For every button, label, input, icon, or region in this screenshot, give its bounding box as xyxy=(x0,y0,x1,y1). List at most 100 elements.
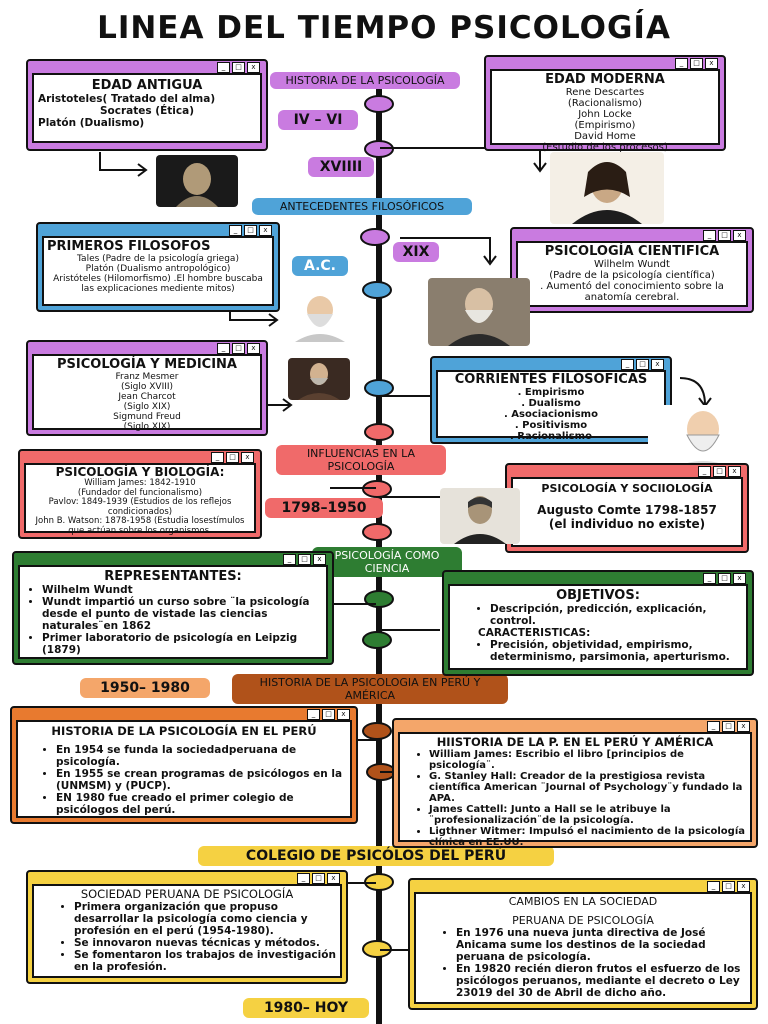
page-title: LINEA DEL TIEMPO PSICOLOGÍA xyxy=(97,10,671,46)
label-ciencia: PSICOLOGÍA COMO CIENCIA xyxy=(312,547,462,577)
medicina-line-1: Franz Mesmer xyxy=(115,372,179,382)
corrientes-line-4: . Positivismo xyxy=(514,420,588,431)
medicina-line-2: (Siglo XVIII) xyxy=(120,382,174,392)
edad-moderna-line-3: John Locke xyxy=(578,109,632,120)
corrientes-line-2: . Dualismo xyxy=(521,398,581,409)
primeros-line-1: Tales (Padre de la psicología griega) xyxy=(77,254,239,264)
peru-item-3: EN 1980 fue creado el primer colegio de … xyxy=(56,792,346,816)
node-purple-1 xyxy=(364,95,394,113)
edad-moderna-line-6: (Estudio de los procesos) xyxy=(542,142,668,153)
sociologia-line-2: (el individuo no existe) xyxy=(548,517,706,531)
objetivos-item-1: Descripción, predicción, explicación, co… xyxy=(490,603,742,627)
cambios-item-1: En 1976 una nueva junta directiva de Jos… xyxy=(456,927,746,963)
medicina-line-5: Sigmund Freud xyxy=(113,412,181,422)
edad-antigua-line-1: Aristoteles( Tratado del alma) xyxy=(38,93,216,105)
cambios-list: En 1976 una nueva junta directiva de Jos… xyxy=(420,927,746,999)
card-psicologia-medicina: _□x PSICOLOGÍA Y MEDICINA Franz Mesmer (… xyxy=(26,340,268,436)
peru-am-item-4: Ligthner Witmer: Impulsó el nacimiento d… xyxy=(429,826,747,848)
node-green-2 xyxy=(362,631,392,649)
representantes-item-1: Wilhelm Wundt xyxy=(42,584,322,596)
representantes-item-2: Wundt impartió un curso sobre ¨la psicol… xyxy=(42,596,322,632)
representantes-item-3: Primer laboratorio de psicología en Leip… xyxy=(42,632,322,656)
node-brown-1 xyxy=(362,722,392,740)
cambios-item-2: En 19820 recién dieron frutos el esfuerz… xyxy=(456,963,746,999)
card-psicologia-sociologia: _□x PSICOLOGÍA Y SOCIIOLOGÍA Augusto Com… xyxy=(505,463,749,553)
label-ac: A.C. xyxy=(292,256,348,276)
peru-am-item-2: G. Stanley Hall: Creador de la prestigio… xyxy=(429,771,747,804)
card-historia-peru: _□x HISTORIA DE LA PSICOLOGÍA EN EL PERÚ… xyxy=(10,706,358,824)
caracteristicas-title: CARACTERISTICAS: xyxy=(478,627,591,639)
edad-antigua-line-2: Socrates (Ética) xyxy=(99,105,194,117)
card-edad-antigua: _□x EDAD ANTIGUA Aristoteles( Tratado de… xyxy=(26,59,268,151)
label-colegio: COLEGIO DE PSICÓLOS DEL PERÚ xyxy=(198,846,554,866)
objetivos-list: Descripción, predicción, explicación, co… xyxy=(454,603,742,627)
card-sociedad-peruana: _□x SOCIEDAD PERUANA DE PSICOLOGÍA Prime… xyxy=(26,870,348,984)
sociedad-item-1: Primera organización que propuso desarro… xyxy=(74,901,336,937)
card-primeros-filosofos: _□x PRIMEROS FILOSOFOS Tales (Padre de l… xyxy=(36,222,280,312)
comte-portrait-image xyxy=(440,488,520,544)
node-blue-2 xyxy=(364,379,394,397)
peru-am-item-1: William James: Escribio el libro [princi… xyxy=(429,749,747,771)
node-red-3 xyxy=(362,523,392,541)
card-corrientes-filosoficas: _□x CORRIENTES FILOSOFICAS . Empirismo .… xyxy=(430,356,672,444)
philosopher-illustration xyxy=(280,290,360,342)
label-antecedentes: ANTECEDENTES FILOSÓFICOS xyxy=(252,198,472,215)
biologia-line-2: (Fundador del funcionalismo) xyxy=(77,487,203,498)
aristotle-bust-image xyxy=(156,155,238,207)
biologia-line-3: Pavlov: 1849-1939 (Estudios de los refle… xyxy=(48,497,232,517)
corrientes-line-1: . Empirismo xyxy=(517,387,585,398)
card-historia-peru-america: _□x HIISTORIA DE LA P. EN EL PERÚ Y AMÉR… xyxy=(392,718,758,848)
peru-am-title: HIISTORIA DE LA P. EN EL PERÚ Y AMÉRICA xyxy=(436,735,714,749)
sociedad-item-3: Se fomentaron los trabajos de investigac… xyxy=(74,949,336,973)
sociologia-line-1: Augusto Comte 1798-1857 xyxy=(537,503,717,517)
biologia-title: PSICOLOGÍA Y BIOLOGÍA: xyxy=(55,465,225,479)
cientifica-line-1: Wilhelm Wundt xyxy=(594,259,670,270)
primeros-title: PRIMEROS FILOSOFOS xyxy=(47,239,211,254)
edad-antigua-line-3: Platón (Dualismo) xyxy=(38,117,145,129)
medicina-line-3: Jean Charcot xyxy=(118,392,176,402)
edad-moderna-line-5: David Home xyxy=(574,131,636,142)
label-influencias: INFLUENCIAS EN LA PSICOLOGÍA xyxy=(276,445,446,475)
card-psicologia-cientifica: _□x PSICOLOGÍA CIENTIFICA Wilhelm Wundt … xyxy=(510,227,754,313)
label-xviii: XVIIII xyxy=(308,157,374,177)
caracteristicas-item-1: Precisión, objetividad, empirismo, deter… xyxy=(490,639,742,663)
corrientes-title: CORRIENTES FILOSOFICAS xyxy=(454,372,648,387)
medicina-title: PSICOLOGÍA Y MEDICINA xyxy=(57,357,237,372)
sociedad-title: SOCIEDAD PERUANA DE PSICOLOGÍA xyxy=(80,887,294,901)
corrientes-line-3: . Asociacionismo xyxy=(504,409,598,420)
edad-moderna-title: EDAD MODERNA xyxy=(545,72,665,87)
label-peru-america: HISTORIA DE LA PSICOLOGIA EN PERÚ Y AMÉR… xyxy=(232,674,508,704)
peru-item-2: En 1955 se crean programas de psicólogos… xyxy=(56,768,346,792)
card-objetivos: _□x OBJETIVOS: Descripción, predicción, … xyxy=(442,570,754,676)
cientifica-line-2: (Padre de la psicología científica) xyxy=(549,270,715,281)
peru-title: HISTORIA DE LA PSICOLOGÍA EN EL PERÚ xyxy=(51,724,317,738)
edad-antigua-title: EDAD ANTIGUA xyxy=(91,78,203,93)
label-1980-hoy: 1980– HOY xyxy=(243,998,369,1018)
peru-am-list: William James: Escribio el libro [princi… xyxy=(403,749,747,848)
cientifica-title: PSICOLOGÍA CIENTIFICA xyxy=(544,244,720,259)
node-purple-3 xyxy=(360,228,390,246)
peru-list: En 1954 se funda la sociedadperuana de p… xyxy=(22,744,346,816)
representantes-list: Wilhelm Wundt Wundt impartió un curso so… xyxy=(24,584,322,656)
label-iv-vi: IV – VI xyxy=(278,110,358,130)
objetivos-title: OBJETIVOS: xyxy=(556,588,640,603)
card-cambios-sociedad: _□x CAMBIOS EN LA SOCIEDAD PERUANA DE PS… xyxy=(408,878,758,1010)
edad-moderna-line-4: (Empirismo) xyxy=(574,120,636,131)
sociedad-item-2: Se innovaron nuevas técnicas y métodos. xyxy=(74,937,336,949)
peru-am-item-3: James Cattell: Junto a Hall se le atribu… xyxy=(429,804,747,826)
primeros-line-2: Platón (Dualismo antropológico) xyxy=(85,264,231,274)
wundt-portrait-image xyxy=(428,278,530,346)
biologia-line-1: William James: 1842-1910 xyxy=(84,478,196,488)
card-representantes: _□x REPRESENTANTES: Wilhelm Wundt Wundt … xyxy=(12,551,334,665)
corrientes-line-5: . Racionalismo xyxy=(510,431,592,442)
cientifica-line-3: . Aumentó del conocimiento sobre la anat… xyxy=(540,281,724,303)
label-1950-1980: 1950– 1980 xyxy=(80,678,210,698)
freud-portrait-image xyxy=(288,358,350,400)
sociedad-list: Primera organización que propuso desarro… xyxy=(38,901,336,973)
peru-item-1: En 1954 se funda la sociedadperuana de p… xyxy=(56,744,346,768)
cambios-title: CAMBIOS EN LA SOCIEDAD xyxy=(508,895,658,908)
node-red-1 xyxy=(364,423,394,441)
label-historia-psicologia: HISTORIA DE LA PSICOLOGÍA xyxy=(270,72,460,89)
edad-moderna-line-2: (Racionalismo) xyxy=(567,98,643,109)
sociologia-title: PSICOLOGÍA Y SOCIIOLOGÍA xyxy=(541,482,713,495)
